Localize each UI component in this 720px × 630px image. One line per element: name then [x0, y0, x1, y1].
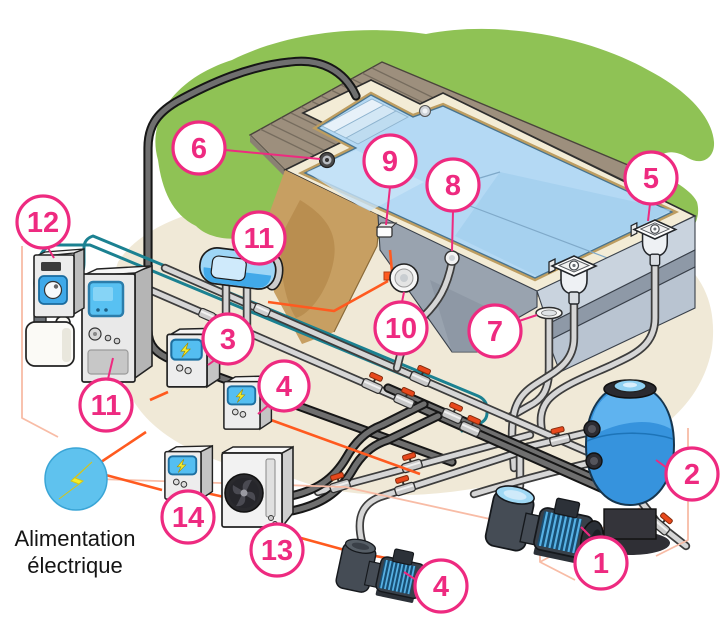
- lightning-icon: [58, 461, 93, 500]
- svg-text:8: 8: [445, 170, 461, 202]
- pool-steps: [321, 98, 409, 145]
- svg-text:5: 5: [643, 163, 659, 195]
- callout-12: 12: [15, 194, 71, 250]
- callout-14: 14: [160, 489, 216, 545]
- svg-text:7: 7: [487, 316, 503, 348]
- svg-text:3: 3: [220, 324, 236, 356]
- main-drain: [535, 306, 563, 320]
- callout-13: 13: [249, 522, 305, 578]
- wall-conduit-junction: [375, 222, 398, 238]
- filtration-pump: [484, 485, 604, 564]
- power-label-line1: Alimentation: [14, 526, 135, 551]
- svg-text:6: 6: [191, 133, 207, 165]
- svg-text:4: 4: [276, 371, 292, 403]
- chemical-canister: [25, 313, 75, 367]
- booster-pump: [335, 538, 434, 603]
- svg-text:12: 12: [27, 207, 59, 239]
- wall-pass-through-fitting: [444, 250, 460, 266]
- callout-10: 10: [373, 300, 429, 356]
- svg-text:1: 1: [593, 548, 609, 580]
- dosing-pump: [33, 247, 85, 318]
- underwater-light: [318, 151, 336, 169]
- callout-5: 5: [623, 150, 679, 206]
- callout-8: 8: [425, 157, 481, 213]
- svg-text:9: 9: [382, 146, 398, 178]
- return-inlet-fitting: [418, 104, 432, 118]
- svg-text:13: 13: [261, 535, 293, 567]
- callout-3: 3: [201, 312, 255, 366]
- callout-1: 1: [573, 535, 629, 591]
- svg-text:11: 11: [244, 223, 275, 255]
- svg-text:11: 11: [91, 390, 122, 422]
- callout-11-cabinet: 11: [78, 377, 134, 433]
- callout-7: 7: [467, 303, 523, 359]
- svg-text:10: 10: [385, 313, 417, 345]
- suction-pipes: [503, 261, 660, 473]
- svg-text:2: 2: [684, 459, 700, 491]
- callout-6: 6: [171, 120, 227, 176]
- callout-9: 9: [362, 133, 418, 189]
- callout-2: 2: [664, 446, 720, 502]
- heat-pump-pipes: [281, 383, 615, 517]
- control-cabinet: [81, 264, 153, 383]
- callout-11-uv: 11: [231, 210, 287, 266]
- svg-text:4: 4: [433, 571, 449, 603]
- power-source: [44, 447, 108, 511]
- heat-pump: [221, 445, 294, 530]
- power-label-line2: électrique: [27, 553, 122, 578]
- svg-text:14: 14: [172, 502, 204, 534]
- callout-4-box: 4: [257, 359, 311, 413]
- callout-4-pump: 4: [413, 558, 469, 614]
